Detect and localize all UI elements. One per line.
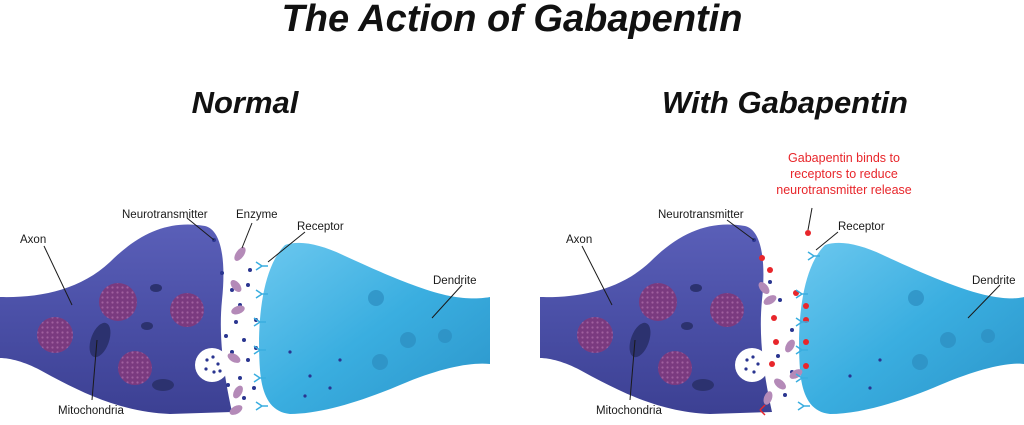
label-axon: Axon	[20, 234, 46, 246]
neurotransmitter-dots	[752, 238, 882, 397]
vesicle	[170, 293, 204, 327]
label-dendrite: Dendrite	[433, 275, 476, 287]
receptors	[795, 251, 820, 411]
gabapentin-dots	[759, 230, 811, 369]
vesicle	[118, 351, 152, 385]
mitochondrion	[141, 322, 153, 330]
label-neurotransmitter: Neurotransmitter	[122, 209, 208, 221]
enzymes	[227, 247, 246, 415]
gabapentin-panel: Gabapentin binds to receptors to reduce …	[540, 151, 1024, 417]
vesicle	[37, 317, 73, 353]
label-enzyme: Enzyme	[236, 209, 278, 221]
label-axon: Axon	[566, 234, 592, 246]
label-dendrite: Dendrite	[972, 275, 1015, 287]
mitochondrion	[150, 284, 162, 292]
panel-heading-gabapentin: With Gabapentin	[662, 85, 908, 120]
label-mitochondria: Mitochondria	[596, 405, 662, 417]
releasing-vesicle	[195, 348, 229, 382]
dendrite	[799, 242, 1024, 414]
gabapentin-note-line-2: receptors to reduce	[790, 167, 898, 181]
panel-heading-normal: Normal	[191, 85, 299, 120]
gabapentin-note-line-1: Gabapentin binds to	[788, 151, 900, 165]
label-mitochondria: Mitochondria	[58, 405, 124, 417]
mitochondrion	[89, 322, 111, 358]
receptors	[253, 261, 268, 411]
vesicle	[577, 317, 613, 353]
label-receptor: Receptor	[297, 221, 344, 233]
normal-panel: Axon Neurotransmitter Enzyme Receptor De…	[0, 209, 490, 417]
enzymes	[758, 282, 803, 405]
mitochondrion	[692, 379, 714, 391]
gabapentin-note-line-3: neurotransmitter release	[776, 183, 912, 197]
mitochondrion	[690, 284, 702, 292]
vesicle	[639, 283, 677, 321]
page-title: The Action of Gabapentin	[281, 0, 743, 40]
vesicle	[710, 293, 744, 327]
releasing-vesicle	[735, 348, 769, 382]
vesicle	[658, 351, 692, 385]
label-neurotransmitter: Neurotransmitter	[658, 209, 744, 221]
mitochondrion	[152, 379, 174, 391]
label-receptor: Receptor	[838, 221, 885, 233]
mitochondrion	[681, 322, 693, 330]
dendrite	[259, 242, 490, 414]
vesicle	[99, 283, 137, 321]
